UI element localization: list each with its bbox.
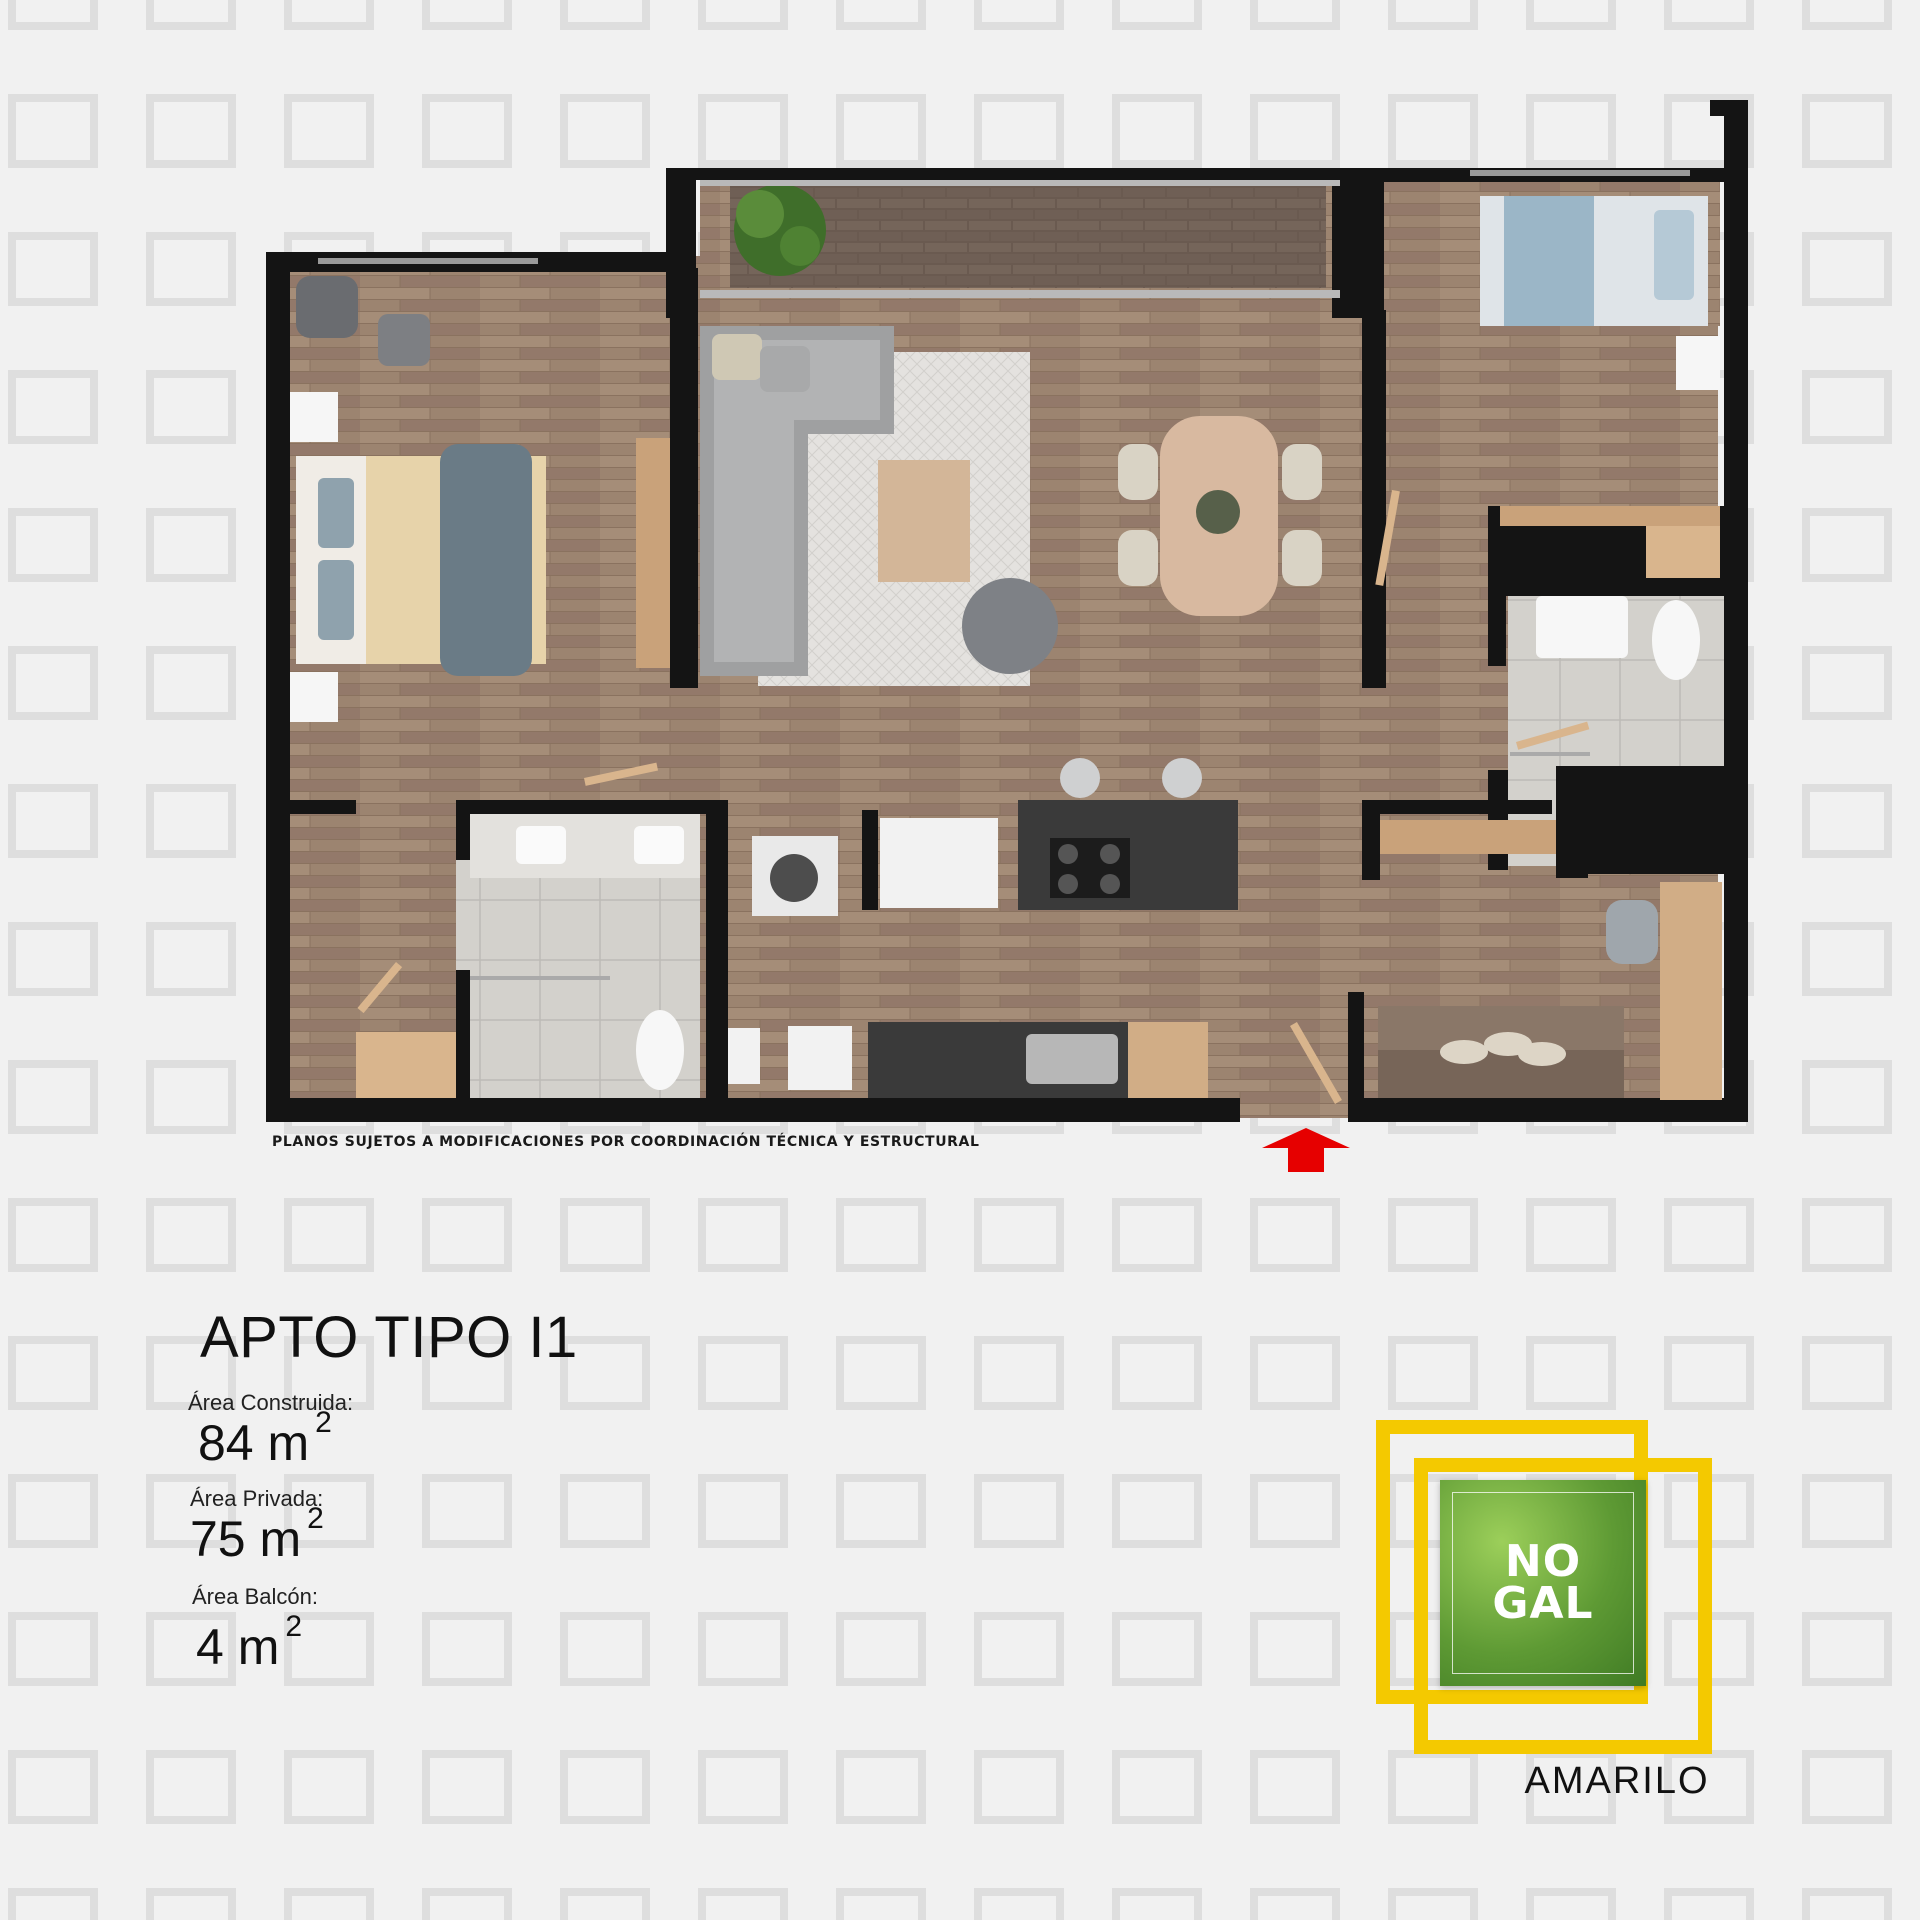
- blanket: [440, 444, 532, 676]
- armchair-icon: [296, 276, 358, 338]
- master-bedroom: [290, 276, 670, 1098]
- coffee-table: [878, 460, 970, 582]
- walls: [266, 100, 1748, 1122]
- logo-word-bottom: GAL: [1492, 1578, 1594, 1629]
- area-construida-label: Área Construida:: [188, 1390, 354, 1415]
- toilet-icon: [636, 1010, 684, 1090]
- brand-name: AMARILO: [1524, 1760, 1710, 1802]
- dining: [1118, 416, 1322, 616]
- logo-frame-inner: [1414, 1458, 1712, 1754]
- logo-green-square: NO GAL: [1440, 1480, 1646, 1686]
- shelf: [1380, 820, 1556, 854]
- living-room: [700, 326, 1058, 686]
- stool-icon: [1060, 758, 1100, 798]
- sink-icon: [1026, 1034, 1118, 1084]
- second-bedroom: [1480, 196, 1720, 578]
- nogal-logo: NO GAL: [1376, 1420, 1712, 1760]
- door-icon: [357, 961, 403, 1014]
- kitchen: [728, 758, 1238, 1098]
- dining-chair: [1118, 444, 1158, 500]
- logo-word-top: NO: [1504, 1536, 1582, 1587]
- entry-arrow-icon: [1262, 1128, 1350, 1172]
- closet: [1500, 506, 1720, 526]
- apartment-title: APTO TIPO I1: [200, 1305, 578, 1370]
- desk: [1660, 882, 1722, 1100]
- disclaimer-text: PLANOS SUJETOS A MODIFICACIONES POR COOR…: [272, 1134, 980, 1150]
- washbasin-icon: [1536, 596, 1628, 658]
- nightstand: [290, 392, 338, 442]
- washbasin-icon: [516, 826, 566, 864]
- toilet-icon: [1652, 600, 1700, 680]
- balcony-floor: [730, 176, 1326, 288]
- study-room: [1378, 820, 1722, 1100]
- area-privada-label: Área Privada:: [190, 1486, 324, 1511]
- refrigerator: [880, 818, 998, 908]
- doors: [357, 490, 1590, 1104]
- wardrobe: [636, 438, 670, 668]
- desk-chair-icon: [1606, 900, 1658, 964]
- lounge-chair-icon: [962, 578, 1058, 674]
- balcony: [318, 170, 1690, 298]
- area-balcon-label: Área Balcón:: [192, 1584, 318, 1609]
- main-bathroom: [470, 814, 700, 1090]
- second-bathroom: [1510, 596, 1700, 756]
